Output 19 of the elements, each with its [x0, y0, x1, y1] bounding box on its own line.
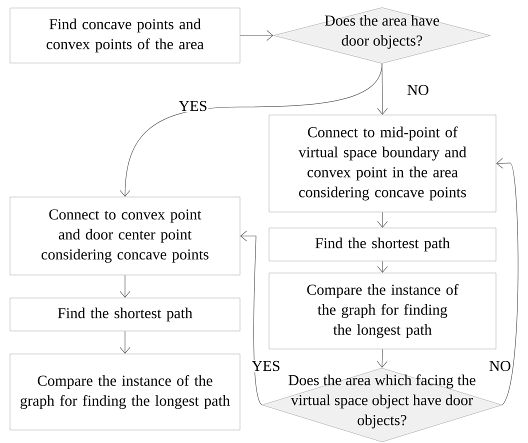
- process-box: Compare the instance of the graph for finding the longest path: [268, 272, 496, 350]
- edge-label: YES: [178, 100, 208, 112]
- arrow: [120, 274, 130, 298]
- arrow: [240, 30, 274, 41]
- process-box: Connect to convex point and door center point considering concave points: [10, 196, 240, 276]
- process-box: Connect to mid-point of virtual space boundary and convex point in the area considering concave points: [268, 114, 496, 212]
- process-box: Compare the instance of the graph for finding the longest path: [10, 354, 240, 430]
- edge-label: NO: [406, 84, 430, 96]
- process-box: Find the shortest path: [268, 228, 496, 262]
- process-box: Find the shortest path: [10, 298, 240, 332]
- edge-label: YES: [250, 360, 282, 372]
- arrow: [377, 212, 388, 228]
- arrow: [377, 260, 388, 273]
- arrow: [377, 63, 388, 115]
- process-box: Find concave points and convex points of the area: [10, 8, 240, 64]
- arrow: [376, 348, 388, 368]
- arrow: [496, 158, 518, 406]
- arrow: [240, 230, 262, 406]
- arrow: [120, 330, 130, 354]
